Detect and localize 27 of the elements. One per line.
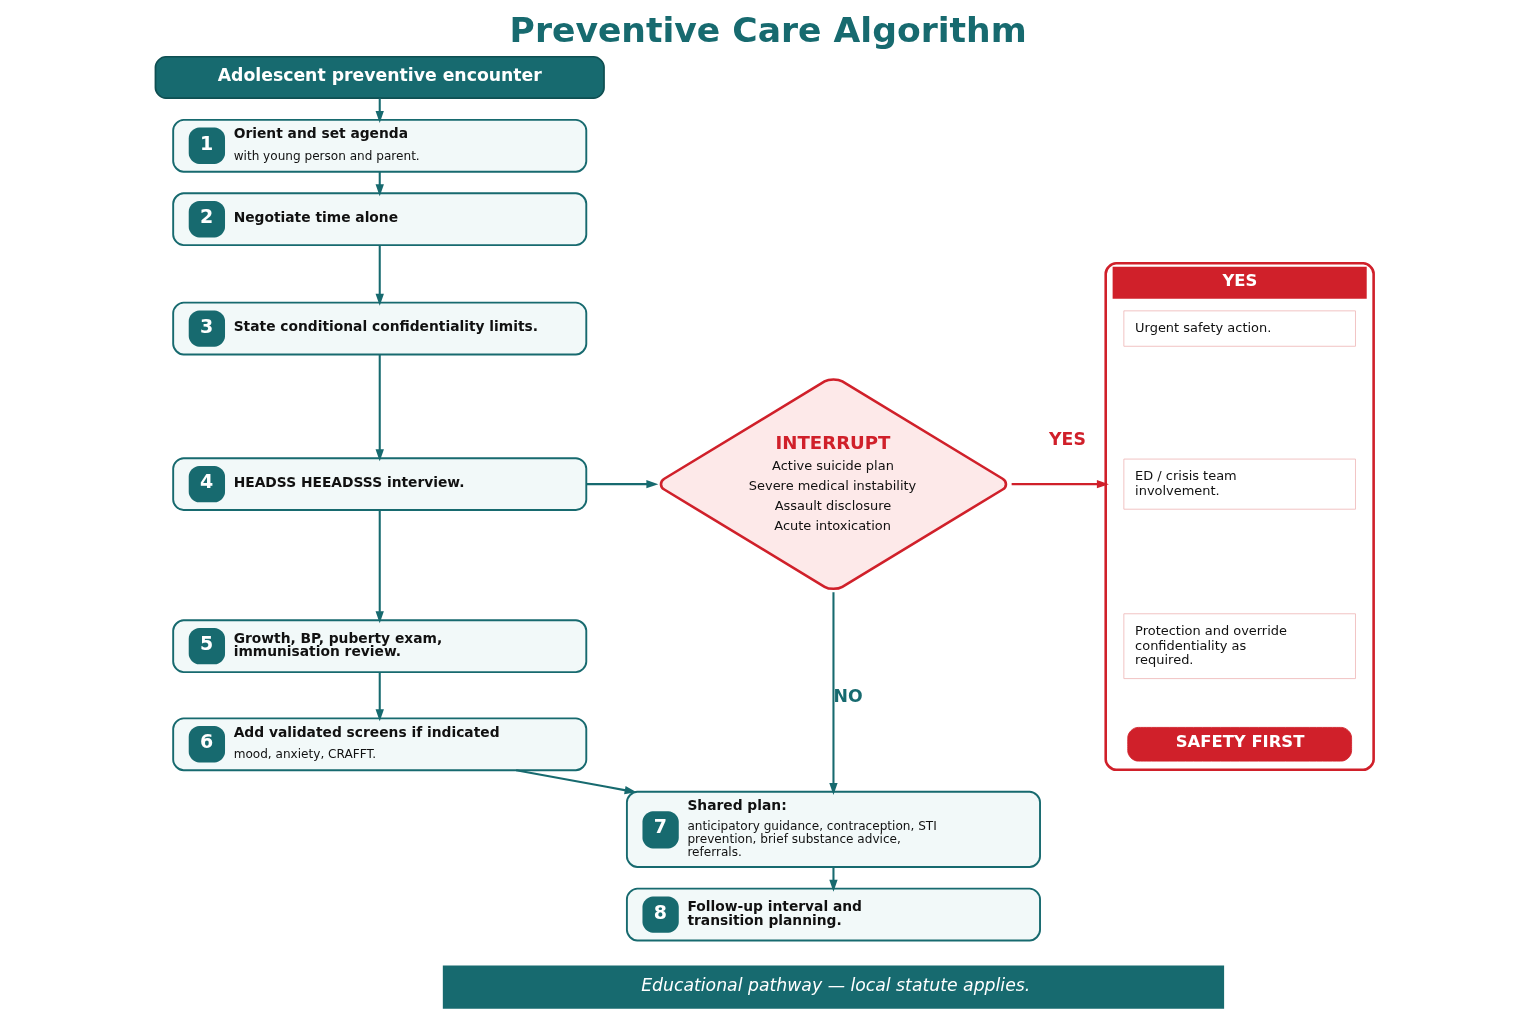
arrow xyxy=(516,769,637,795)
node-box: 5 Growth, BP, puberty exam, immunisation review. xyxy=(172,619,588,674)
node-box: Protection and override confidentiality as required. xyxy=(1123,613,1356,679)
node-box: 3 State conditional confidentiality limits. xyxy=(172,301,588,356)
arrow xyxy=(375,245,384,306)
node-box: 8 Follow-up interval and transition planning. xyxy=(625,887,1041,942)
node-box: 6 Add validated screens if indicated mood, anxiety, CRAFFT. xyxy=(172,717,588,772)
node-box: Adolescent preventive encounter xyxy=(154,55,605,100)
arrow xyxy=(375,354,384,462)
node-box: SAFETY FIRST xyxy=(1127,727,1352,762)
edge-label: NO xyxy=(833,685,863,706)
arrow xyxy=(829,592,838,795)
edge-label: YES xyxy=(1049,429,1086,450)
diagram-title: Preventive Care Algorithm xyxy=(509,10,1027,51)
node-box: 7 Shared plan: anticipatory guidance, contraception, STI prevention, brief substance advice, referrals. xyxy=(625,790,1041,868)
node-box: 1 Orient and set agenda with young person and parent. xyxy=(172,118,588,173)
arrow xyxy=(375,672,384,722)
node-box: 4 HEADSS HEEADSSS interview. xyxy=(172,457,588,511)
arrow xyxy=(586,479,659,489)
arrow xyxy=(375,510,384,624)
node-box: ED / crisis team involvement. xyxy=(1123,458,1356,510)
node-box: 2 Negotiate time alone xyxy=(172,192,588,247)
node-box: Urgent safety action. xyxy=(1123,310,1356,347)
caption: Educational pathway — local statute applies. xyxy=(641,974,1031,995)
arrow xyxy=(1011,479,1109,489)
arrow xyxy=(375,98,384,123)
arrow xyxy=(829,867,838,892)
